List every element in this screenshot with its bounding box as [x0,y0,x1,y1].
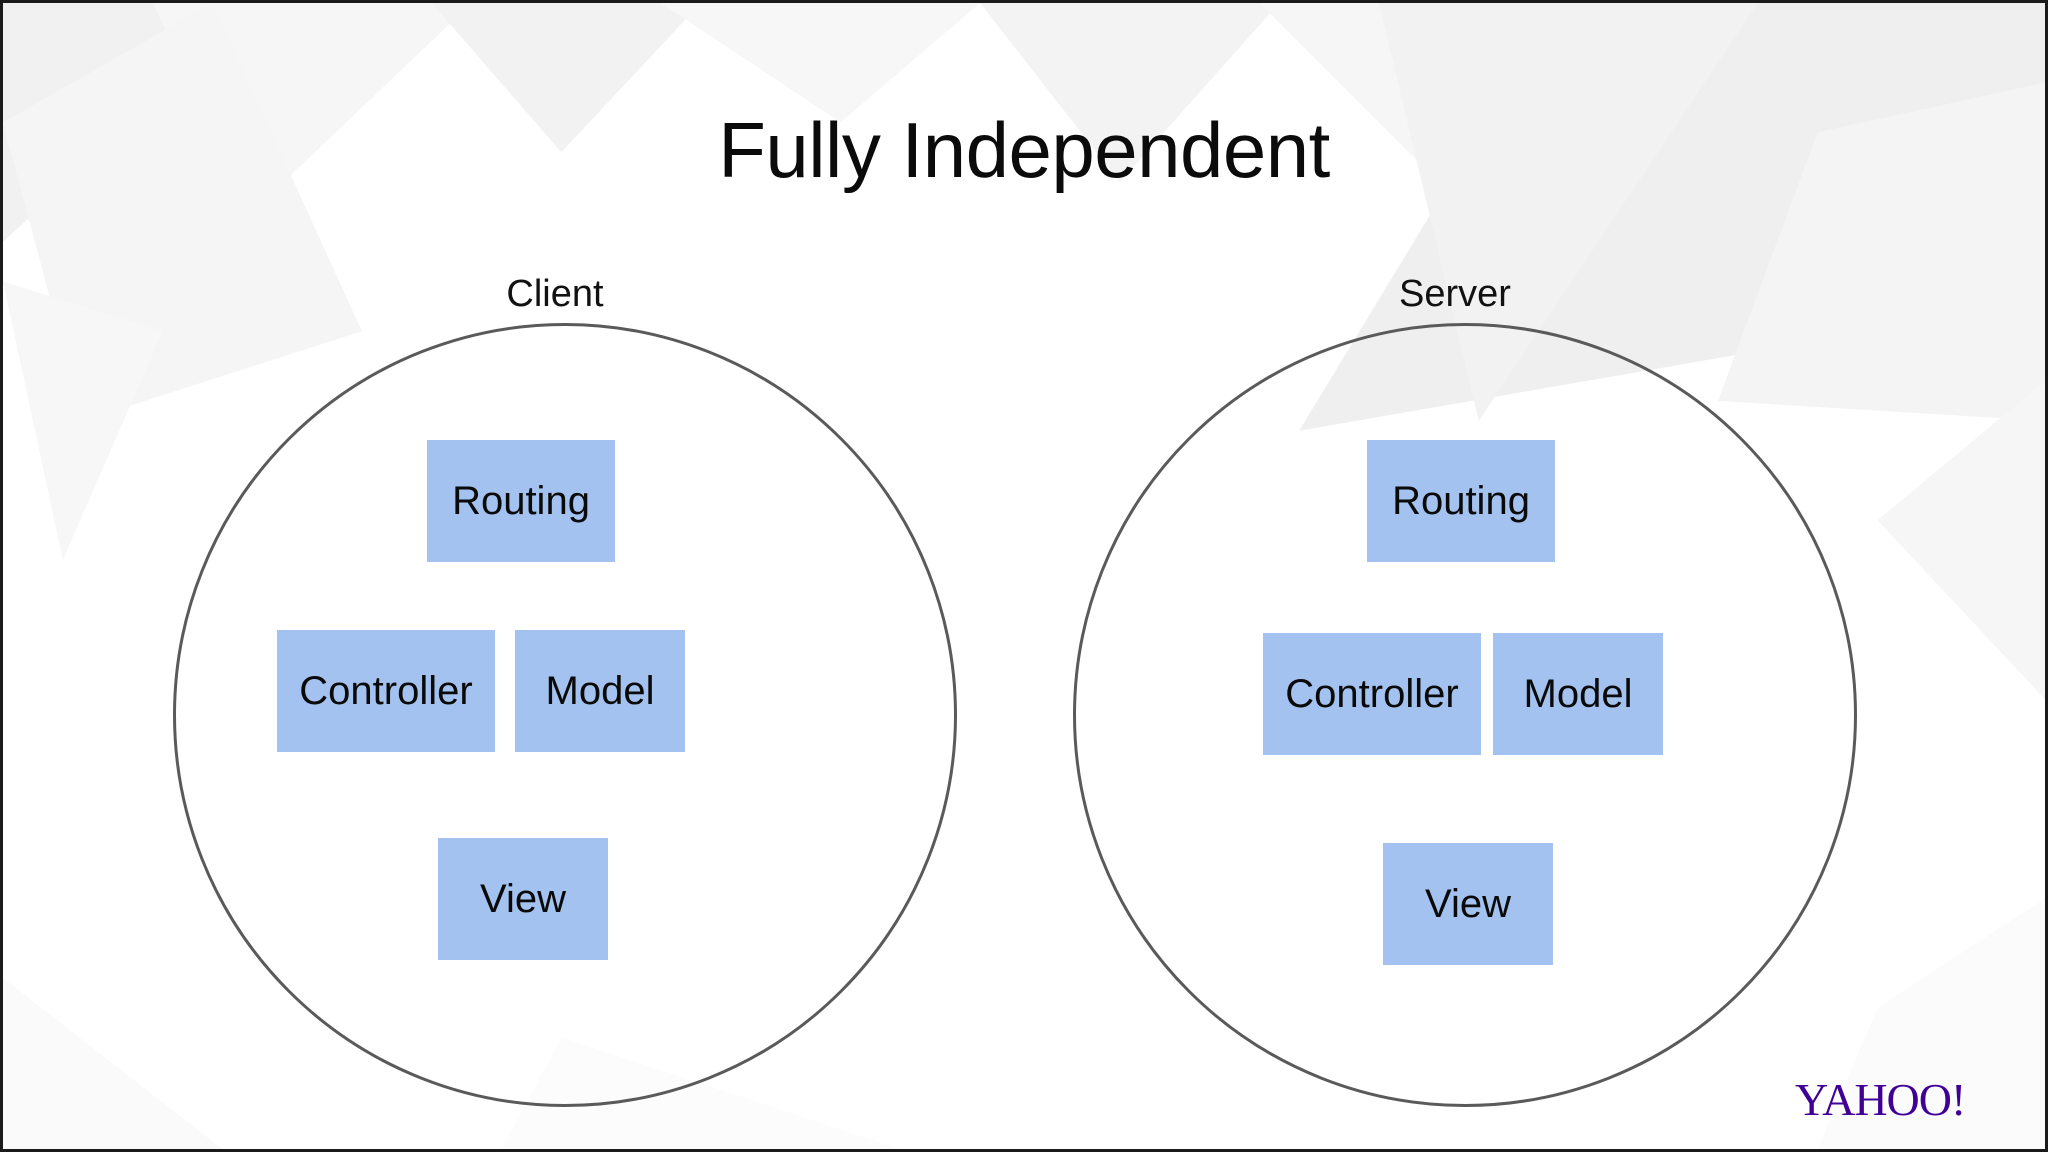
client-box-model-label: Model [545,668,655,713]
client-box-routing-label: Routing [452,478,590,523]
server-box-view-label: View [1425,881,1511,926]
server-box-model-label: Model [1523,671,1633,716]
group-client: Client Routing Controller Model View [155,273,957,1115]
client-boundary-circle [173,323,957,1107]
server-box-routing-label: Routing [1392,478,1530,523]
client-box-model[interactable]: Model [515,630,685,752]
server-box-controller-label: Controller [1285,671,1459,716]
server-box-view[interactable]: View [1383,843,1553,965]
group-server-label: Server [1399,273,1511,315]
group-client-label: Client [506,273,604,315]
client-box-controller[interactable]: Controller [277,630,495,752]
group-server: Server Routing Controller Model View [1055,273,1857,1115]
yahoo-logo: YAHOO! [1795,1074,1966,1125]
server-box-model[interactable]: Model [1493,633,1663,755]
client-box-routing[interactable]: Routing [427,440,615,562]
client-box-view[interactable]: View [438,838,608,960]
server-box-controller[interactable]: Controller [1263,633,1481,755]
server-box-routing[interactable]: Routing [1367,440,1555,562]
svg-text:YAHOO!: YAHOO! [1795,1074,1965,1125]
client-box-controller-label: Controller [299,668,473,713]
client-box-view-label: View [480,876,566,921]
page-title: Fully Independent [718,106,1330,194]
server-boundary-circle [1073,323,1857,1107]
